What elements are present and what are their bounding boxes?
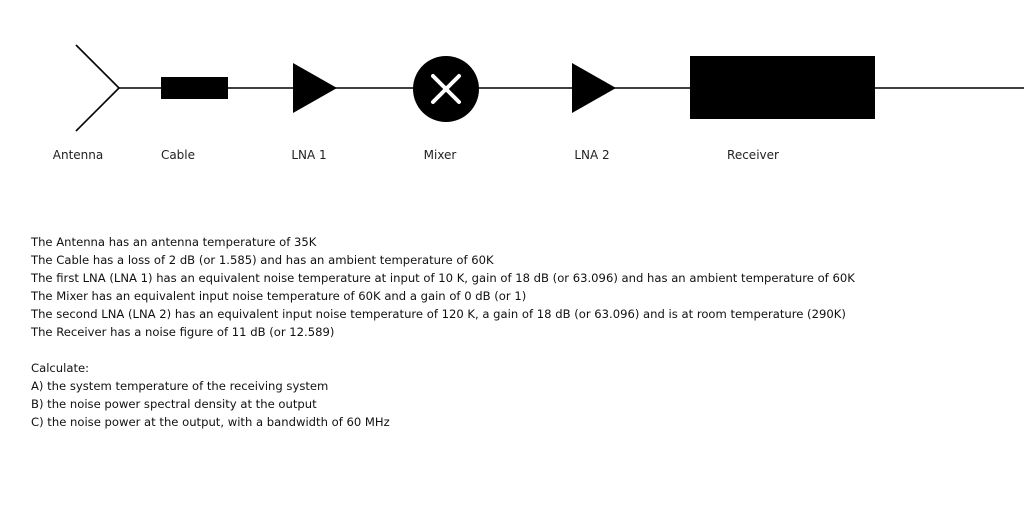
mixer-icon	[413, 56, 479, 122]
rf-chain-diagram: Antenna Cable LNA 1 Mixer LNA 2 Receiver	[53, 44, 1024, 162]
receiver-label: Receiver	[727, 148, 779, 162]
given-lna2: The second LNA (LNA 2) has an equivalent…	[31, 307, 846, 321]
lna2-amplifier-icon	[572, 63, 616, 113]
spacer	[31, 341, 991, 359]
cable-icon	[161, 77, 228, 99]
antenna-icon	[75, 44, 120, 132]
given-receiver: The Receiver has a noise figure of 11 dB…	[31, 325, 335, 339]
lna2-label: LNA 2	[574, 148, 609, 162]
cable-label: Cable	[161, 148, 195, 162]
given-lna1: The first LNA (LNA 1) has an equivalent …	[31, 271, 855, 285]
lna1-label: LNA 1	[291, 148, 326, 162]
problem-statement: The Antenna has an antenna temperature o…	[31, 233, 991, 431]
given-mixer: The Mixer has an equivalent input noise …	[31, 289, 527, 303]
antenna-label: Antenna	[53, 148, 103, 162]
calculate-heading: Calculate:	[31, 361, 90, 375]
lna1-amplifier-icon	[293, 63, 337, 113]
given-antenna: The Antenna has an antenna temperature o…	[31, 235, 317, 249]
given-cable: The Cable has a loss of 2 dB (or 1.585) …	[31, 253, 494, 267]
receiver-block-icon	[690, 56, 875, 119]
question-c: C) the noise power at the output, with a…	[31, 415, 390, 429]
mixer-label: Mixer	[424, 148, 457, 162]
question-b: B) the noise power spectral density at t…	[31, 397, 317, 411]
question-a: A) the system temperature of the receivi…	[31, 379, 329, 393]
